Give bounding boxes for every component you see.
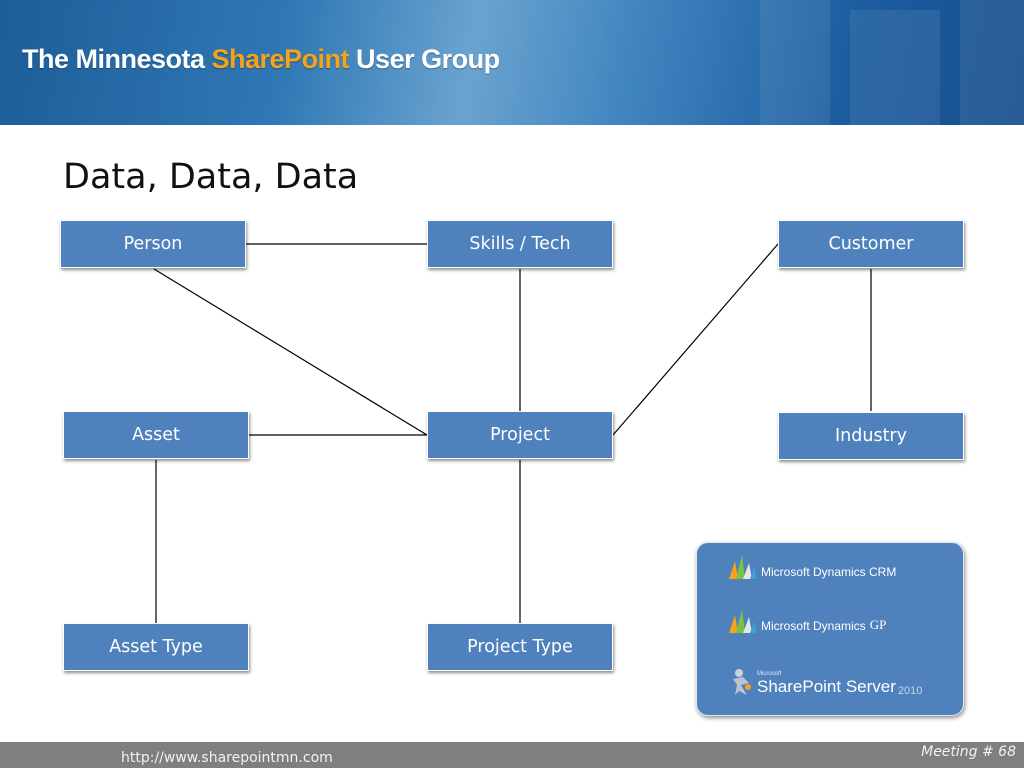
dynamics-gp-suffix: GP [869, 617, 887, 632]
node-skills-tech: Skills / Tech [427, 220, 613, 268]
dynamics-bars-icon [729, 555, 757, 579]
slide-title: Data, Data, Data [63, 157, 359, 197]
sharepoint-year-text: 2010 [897, 685, 923, 697]
product-logos-panel: Microsoft Dynamics CRM Microsoft Dynamic… [696, 542, 964, 716]
slide-header-banner: The Minnesota SharePoint User Group [0, 0, 1024, 125]
node-project-type: Project Type [427, 623, 613, 671]
banner-building-shape [760, 0, 830, 125]
edge-customer-project [612, 243, 779, 436]
dynamics-gp-logo: Microsoft Dynamics GP [727, 607, 886, 633]
header-title-part3: User Group [349, 44, 500, 74]
node-project: Project [427, 411, 613, 459]
edge-person-project [153, 268, 428, 436]
node-industry: Industry [778, 412, 964, 460]
sharepoint-brand-text: Microsoft [757, 671, 782, 677]
node-person: Person [60, 220, 246, 268]
dynamics-gp-text: Microsoft Dynamics [761, 619, 866, 633]
footer-meeting-number: Meeting # 68 [921, 744, 1016, 760]
dynamics-crm-logo: Microsoft Dynamics CRM [727, 553, 896, 579]
header-title-part1: The Minnesota [22, 44, 212, 74]
banner-building-shape [960, 0, 1024, 125]
sharepoint-name-row: SharePoint Server 2010 [757, 677, 922, 697]
sharepoint-text-group: Microsoft SharePoint Server 2010 [757, 671, 922, 697]
sharepoint-name-text: SharePoint Server [757, 677, 896, 696]
sharepoint-server-logo: Microsoft SharePoint Server 2010 [729, 667, 922, 697]
node-customer: Customer [778, 220, 964, 268]
dynamics-bars-icon [729, 609, 757, 633]
footer-url: http://www.sharepointmn.com [121, 750, 333, 766]
node-asset: Asset [63, 411, 249, 459]
header-title-sharepoint: SharePoint [211, 44, 350, 74]
node-asset-type: Asset Type [63, 623, 249, 671]
banner-building-shape [850, 10, 940, 125]
slide-footer: http://www.sharepointmn.com Meeting # 68 [0, 742, 1024, 768]
header-title: The Minnesota SharePoint User Group [22, 44, 500, 75]
sharepoint-figure-icon [733, 669, 751, 695]
dynamics-crm-text: Microsoft Dynamics CRM [761, 565, 897, 579]
